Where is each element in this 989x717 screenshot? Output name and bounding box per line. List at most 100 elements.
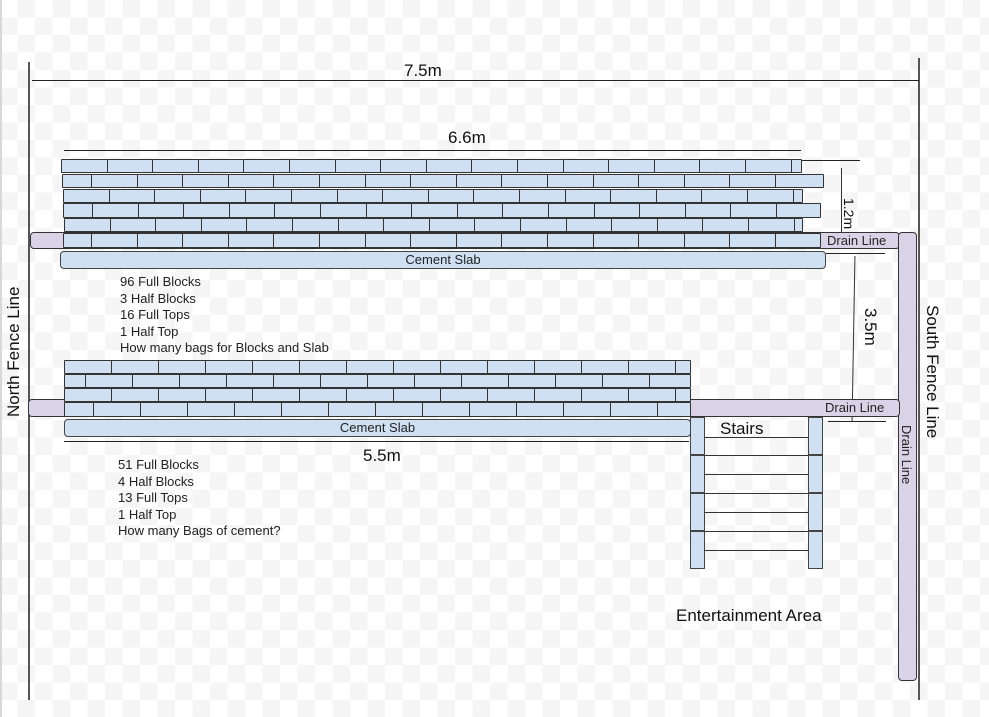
lower-wall-block — [132, 374, 180, 388]
lower-wall-block — [64, 360, 112, 374]
lower-wall-block — [158, 360, 206, 374]
lower-wall-block — [205, 360, 253, 374]
lower-wall-block — [85, 374, 133, 388]
upper-wall-block — [200, 189, 246, 203]
upper-drain-line-label: Drain Line — [827, 233, 887, 248]
upper-wall-block — [428, 189, 474, 203]
upper-wall-block — [92, 203, 139, 218]
upper-wall-block — [654, 159, 700, 173]
upper-cement-slab: Cement Slab — [60, 251, 826, 269]
lower-wall-block — [226, 374, 274, 388]
stair-tread — [705, 437, 808, 438]
upper-wall-block — [152, 159, 199, 173]
upper-wall-length-label: 6.6m — [448, 128, 486, 147]
stair-tread — [705, 455, 808, 456]
upper-wall-block — [410, 233, 457, 248]
lower-note-full-tops: 13 Full Tops — [118, 490, 188, 506]
upper-wall-block — [245, 189, 292, 203]
lower-wall-block — [422, 402, 470, 417]
lower-wall-block — [414, 374, 462, 388]
upper-wall-block — [137, 233, 183, 248]
stairs-right-stringer — [808, 531, 823, 569]
stairs-right-stringer — [808, 455, 823, 493]
lower-wall-block — [461, 374, 509, 388]
upper-wall-block — [793, 189, 803, 203]
lower-wall-block — [346, 360, 394, 374]
north-fence-label: North Fence Line — [4, 286, 23, 417]
lower-wall-block — [252, 360, 300, 374]
upper-wall-block — [747, 189, 794, 203]
lower-wall-block — [393, 388, 441, 402]
lower-wall-block — [234, 402, 282, 417]
lower-wall-block — [140, 402, 188, 417]
lower-wall-block — [563, 402, 611, 417]
lower-wall-block — [158, 388, 206, 402]
lower-note-full-blocks: 51 Full Blocks — [118, 457, 199, 472]
upper-wall-block — [608, 159, 655, 173]
stairs-left-stringer — [690, 531, 705, 569]
lower-wall-block — [281, 402, 329, 417]
stairs-left-stringer — [690, 455, 705, 493]
side-drain-line: Drain Line — [898, 232, 917, 681]
lower-wall-block — [375, 402, 423, 417]
upper-wall-block — [775, 233, 821, 248]
upper-wall-block — [137, 174, 183, 188]
upper-wall-block — [155, 218, 202, 232]
lower-wall-block — [252, 388, 300, 402]
upper-wall-block — [109, 189, 155, 203]
lower-wall-block — [111, 360, 159, 374]
upper-wall-block — [411, 203, 458, 218]
lower-wall-block — [440, 360, 488, 374]
south-fence-label: South Fence Line — [923, 305, 942, 439]
lower-wall-block — [534, 388, 582, 402]
gap-dimension-line — [851, 256, 856, 422]
gap-dimension-label: 3.5m — [861, 308, 880, 346]
upper-wall-notes: 96 Full Blocks 3 Half Blocks 16 Full Top… — [120, 274, 329, 357]
lower-note-question: How many Bags of cement? — [118, 523, 281, 539]
upper-wall-block — [182, 233, 229, 248]
upper-wall-block — [775, 174, 824, 188]
upper-wall-block — [502, 203, 549, 218]
lower-note-half-blocks: 4 Half Blocks — [118, 473, 194, 489]
upper-wall-block — [366, 203, 412, 218]
upper-wall-block — [338, 218, 384, 232]
lower-wall-block — [299, 388, 347, 402]
lower-wall-block — [555, 374, 603, 388]
upper-wall-height-dimension-line — [841, 168, 842, 248]
upper-wall-block — [610, 189, 657, 203]
upper-note-full-tops: 16 Full Tops — [120, 307, 190, 323]
upper-wall-block — [107, 159, 153, 173]
gap-dimension-bottom-tick — [828, 421, 886, 422]
upper-wall-block — [745, 159, 792, 173]
upper-wall-block — [63, 233, 92, 248]
lower-wall-block — [675, 360, 691, 374]
lower-wall-block — [610, 402, 658, 417]
upper-wall-block — [730, 203, 777, 218]
upper-wall-block — [183, 203, 230, 218]
upper-wall-block — [337, 189, 383, 203]
upper-wall-block — [291, 189, 338, 203]
upper-wall-block — [410, 174, 457, 188]
upper-wall-block — [91, 233, 138, 248]
upper-wall-block — [566, 218, 612, 232]
upper-wall-height-top-tick — [802, 160, 860, 161]
upper-wall-block — [729, 174, 776, 188]
lower-note-half-top: 1 Half Top — [118, 506, 177, 522]
upper-wall-block — [201, 218, 247, 232]
lower-wall-block — [675, 388, 691, 402]
upper-wall-block — [684, 233, 730, 248]
stair-tread — [705, 550, 808, 551]
upper-wall-block — [426, 159, 472, 173]
upper-wall-block — [794, 218, 803, 232]
upper-note-half-blocks: 3 Half Blocks — [120, 290, 196, 306]
upper-wall-block — [365, 233, 411, 248]
lower-wall-block — [602, 374, 650, 388]
lower-wall-block — [534, 360, 582, 374]
upper-wall-block — [519, 189, 566, 203]
upper-wall-block — [63, 189, 110, 203]
upper-wall-block — [320, 203, 367, 218]
upper-wall-block — [791, 159, 802, 173]
upper-wall-block — [547, 174, 594, 188]
lower-wall-length-dimension-line — [64, 441, 689, 442]
upper-wall-block — [520, 218, 567, 232]
